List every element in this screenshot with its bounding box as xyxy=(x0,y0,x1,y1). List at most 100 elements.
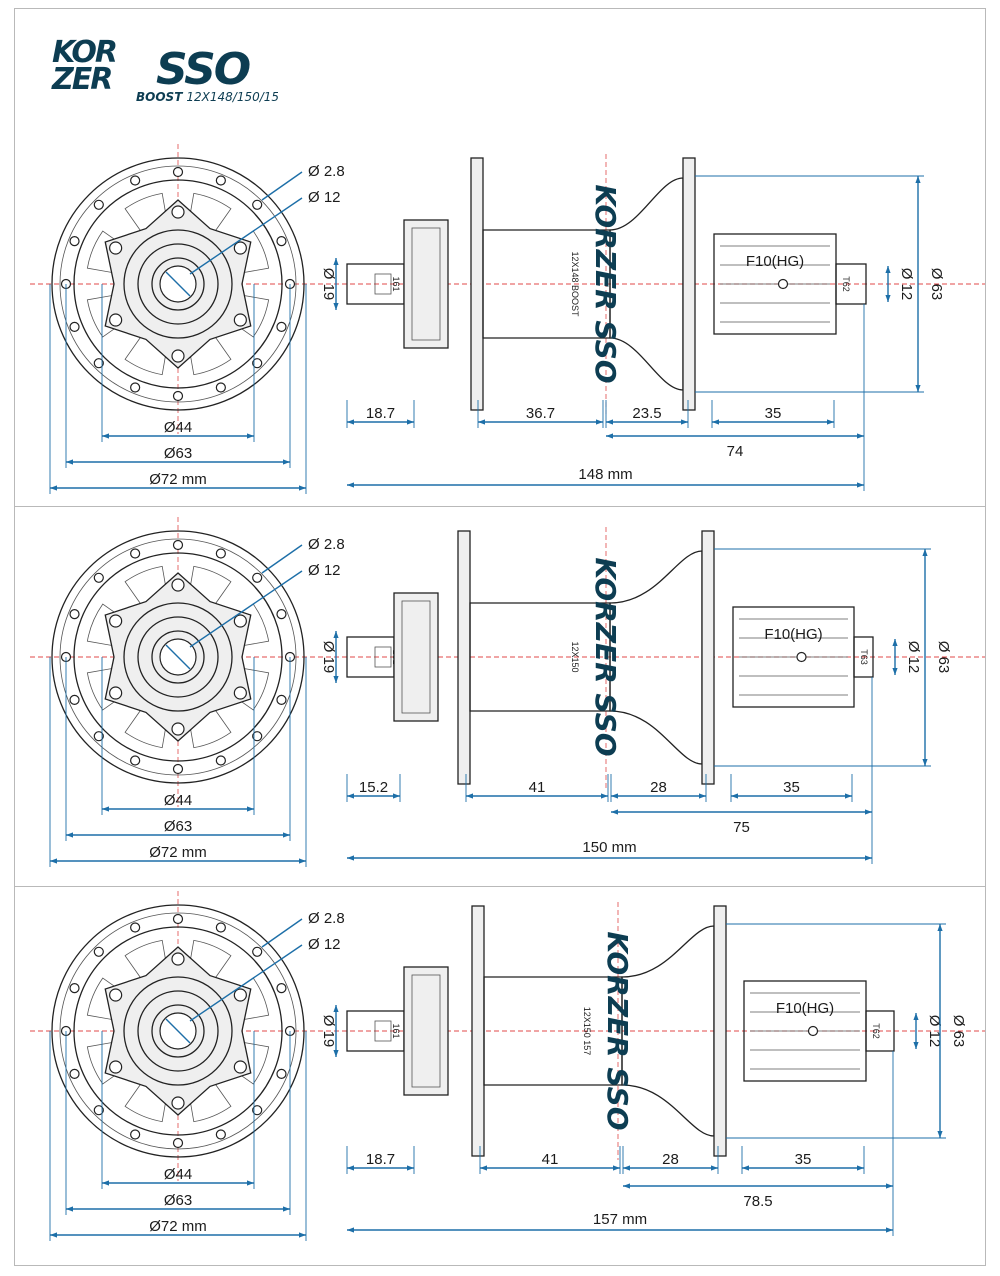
right-end-cap xyxy=(835,263,867,305)
arrow-head xyxy=(913,1042,919,1049)
right-end-cap xyxy=(865,1010,895,1052)
arrow-head xyxy=(611,809,618,815)
axial-dimension-label: 35 xyxy=(795,1151,812,1168)
rotor-bolt-hole xyxy=(171,952,185,966)
section-divider xyxy=(14,506,986,507)
arrow-head xyxy=(50,858,57,864)
spoke-hole xyxy=(93,199,104,210)
arrow-head xyxy=(865,809,872,815)
axial-dimension-label: 18.7 xyxy=(366,405,395,422)
arrow-head xyxy=(937,1131,943,1138)
rotor-bolt-hole xyxy=(233,988,247,1002)
spoke-hole xyxy=(69,1068,80,1079)
spoke-hole xyxy=(252,572,263,583)
rotor-bolt-hole xyxy=(109,1060,123,1074)
axial-dimension-label: 28 xyxy=(650,779,667,796)
hub-shell-circle xyxy=(73,926,283,1136)
arrow-head xyxy=(333,1005,339,1012)
arrow-head xyxy=(283,459,290,465)
spoke-hole xyxy=(172,913,184,925)
axial-dimension-label: 41 xyxy=(542,1151,559,1168)
disc-lock-body xyxy=(393,592,439,722)
flange-diameter-label: Ø 63 xyxy=(935,641,952,674)
rotor-bolt-hole xyxy=(171,349,185,363)
front-diameter-label: Ø63 xyxy=(164,818,192,835)
arrow-head xyxy=(892,668,898,675)
arrow-head xyxy=(480,1165,487,1171)
spoke-hole xyxy=(69,321,80,332)
arrow-head xyxy=(915,385,921,392)
logo-subtitle-bold: BOOST xyxy=(136,90,183,104)
arrow-head xyxy=(857,1165,864,1171)
body-brand: KORZER SSO xyxy=(601,931,634,1130)
spoke-hole xyxy=(276,321,287,332)
body-marking: 12X150 xyxy=(570,641,580,672)
rotor-bolt-hole xyxy=(109,988,123,1002)
right-width-label: 78.5 xyxy=(743,1193,772,1210)
axial-dimension-label: 35 xyxy=(765,405,782,422)
spoke-hole xyxy=(252,1105,263,1116)
spoke-hole xyxy=(252,731,263,742)
arrow-head xyxy=(915,176,921,183)
end-cap-label: T62 xyxy=(841,276,851,292)
bearing-inner xyxy=(137,616,219,698)
arrow-head xyxy=(333,258,339,265)
axial-dimension-label: 41 xyxy=(529,779,546,796)
arrow-head xyxy=(865,855,872,861)
flange-diameter-label: Ø 63 xyxy=(928,268,945,301)
right-width-label: 74 xyxy=(727,443,744,460)
arrow-head xyxy=(601,793,608,799)
flange-inner-ring xyxy=(59,165,297,403)
axial-dimension-label: 18.7 xyxy=(366,1151,395,1168)
overall-width-label: 150 mm xyxy=(582,839,636,856)
right-flange xyxy=(701,530,715,785)
front-diameter-label: Ø63 xyxy=(164,445,192,462)
spoke-hole xyxy=(172,763,184,775)
arrow-head xyxy=(102,806,109,812)
rotor-bolt-hole xyxy=(171,722,185,736)
freehub-label: F10(HG) xyxy=(764,626,822,643)
arrow-head xyxy=(333,631,339,638)
right-axle-label: Ø 12 xyxy=(905,641,922,674)
arrow-head xyxy=(299,1232,306,1238)
arrow-head xyxy=(611,793,618,799)
arrow-head xyxy=(347,419,354,425)
rotor-bolt-hole xyxy=(233,241,247,255)
rotor-bolt-hole xyxy=(171,578,185,592)
rotor-bolt-hole xyxy=(233,313,247,327)
front-diameter-label: Ø72 mm xyxy=(149,844,207,861)
arrow-head xyxy=(857,482,864,488)
leader-line xyxy=(189,197,303,275)
arrow-head xyxy=(466,793,473,799)
spoke-hole xyxy=(93,731,104,742)
overall-width-label: 157 mm xyxy=(593,1211,647,1228)
spoke-hole xyxy=(215,1129,226,1140)
spoke-hole xyxy=(69,694,80,705)
arrow-head xyxy=(885,295,891,302)
spoke-hole xyxy=(276,609,287,620)
arrow-head xyxy=(333,676,339,683)
spoke-hole xyxy=(93,1105,104,1116)
leader-line xyxy=(261,171,303,201)
arrow-head xyxy=(50,1232,57,1238)
spoke-hole xyxy=(276,236,287,247)
arrow-head xyxy=(892,639,898,646)
left-axle-step xyxy=(374,273,392,295)
spoke-hole xyxy=(69,236,80,247)
right-axle-label: Ø 12 xyxy=(926,1015,943,1048)
arrow-head xyxy=(937,924,943,931)
arrow-head xyxy=(478,419,485,425)
rotor-bolt-hole xyxy=(109,614,123,628)
spoke-hole xyxy=(172,1137,184,1149)
rotor-bolt-hole xyxy=(171,205,185,219)
arrow-head xyxy=(712,419,719,425)
arrow-head xyxy=(347,1227,354,1233)
logo-model: SSO xyxy=(156,44,250,95)
arrow-head xyxy=(283,1206,290,1212)
arrow-head xyxy=(299,858,306,864)
hub-shell-circle xyxy=(73,179,283,389)
